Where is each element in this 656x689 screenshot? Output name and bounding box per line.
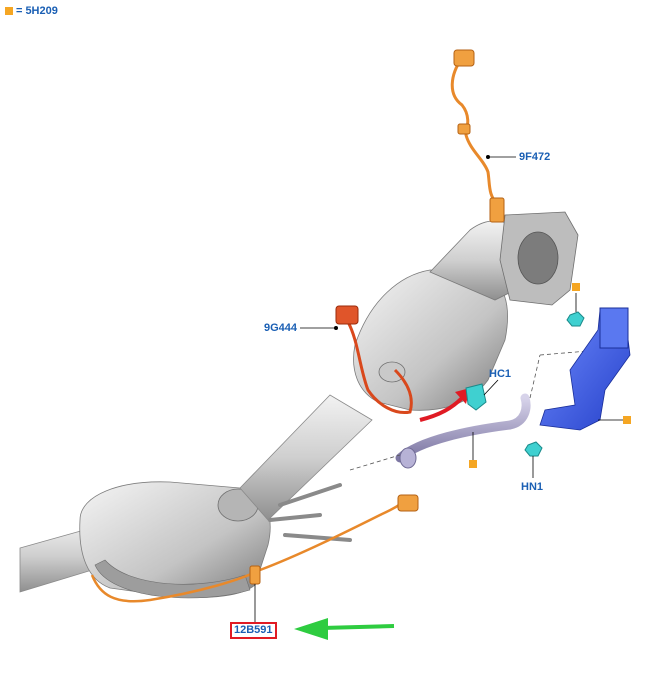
orange-square-icon <box>5 7 13 15</box>
flange-bore <box>517 231 559 285</box>
nut-HN1 <box>524 441 543 457</box>
sensor-12B591 <box>249 565 261 585</box>
callout-HN1[interactable]: HN1 <box>521 481 544 493</box>
red-arrow-icon <box>419 396 464 422</box>
harness-9F472 <box>450 57 500 207</box>
orange-square-icon <box>572 283 580 291</box>
connector-9G444 <box>335 305 359 325</box>
orange-square-icon <box>469 460 477 468</box>
mounting-studs <box>268 483 352 542</box>
connector-9F472 <box>453 49 475 67</box>
connector-12B591 <box>397 494 419 512</box>
callout-HC1[interactable]: HC1 <box>489 368 512 380</box>
sensor-boss <box>378 361 406 383</box>
callout-9G444[interactable]: 9G444 <box>264 322 298 334</box>
harness-9G444 <box>346 321 413 415</box>
callout-12B591[interactable]: 12B591 <box>230 622 277 639</box>
tube-end <box>399 447 417 469</box>
legend: = 5H209 <box>5 5 58 17</box>
clip-HC1 <box>465 383 487 411</box>
orange-square-icon <box>623 416 631 424</box>
nut-top <box>566 311 585 327</box>
legend-equals: = <box>16 5 23 17</box>
bracket-tube <box>395 393 531 463</box>
callout-9F472[interactable]: 9F472 <box>519 151 551 163</box>
blue-bracket-top <box>599 307 629 349</box>
sensor-9F472 <box>489 197 505 223</box>
clip-9F472 <box>457 123 471 135</box>
green-arrow-head <box>294 618 328 640</box>
legend-code: 5H209 <box>25 5 58 17</box>
green-arrow-icon <box>321 624 395 630</box>
middle-pipe <box>239 394 373 521</box>
